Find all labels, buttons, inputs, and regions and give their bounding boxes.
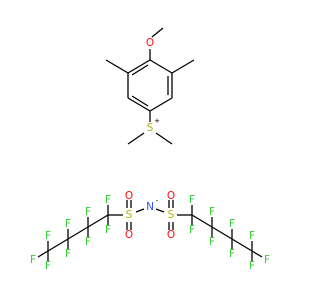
- atom-f-l9: F: [45, 260, 51, 272]
- ring-bond-4: [127, 97, 151, 112]
- atom-o-right-up: O: [167, 190, 175, 202]
- atom-f-r5: F: [229, 218, 235, 230]
- atom-f-r4: F: [209, 236, 215, 248]
- bond-c1-c2-left: [87, 214, 109, 228]
- atom-f-r1: F: [189, 194, 195, 206]
- atom-o-methoxy: O: [146, 37, 154, 49]
- atom-f-r6: F: [229, 248, 235, 260]
- left-chain: [37, 205, 123, 261]
- charge-minus: -: [156, 197, 159, 205]
- bond-methyl-right: [171, 59, 195, 74]
- atom-n-imide: N: [146, 201, 154, 213]
- bond-methoxy-ch3: [151, 27, 164, 38]
- bond-cf-r8: [251, 250, 263, 258]
- ring-bond-6-inner: [131, 64, 149, 76]
- atom-s-left: S: [126, 209, 133, 221]
- bond-cf-l8: [37, 250, 49, 258]
- atom-f-l5: F: [65, 218, 71, 230]
- ring-bond-4-inner: [131, 95, 149, 107]
- atom-o-right-down: O: [167, 229, 175, 241]
- ring-bond-3: [149, 97, 173, 112]
- atom-f-l3: F: [85, 206, 91, 218]
- charge-plus: +: [154, 117, 160, 125]
- bond-c3-c4-left: [47, 238, 69, 252]
- atom-f-r3: F: [209, 206, 215, 218]
- atom-f-l4: F: [85, 236, 91, 248]
- ring-bond-6: [127, 59, 151, 74]
- bond-n-s-right: [155, 208, 165, 213]
- atom-f-l6: F: [65, 248, 71, 260]
- bond-c2-c3-right: [211, 226, 233, 240]
- cation: O S +: [105, 27, 195, 145]
- atom-f-l7: F: [45, 230, 51, 242]
- atom-f-r8: F: [264, 254, 270, 266]
- atom-f-r9: F: [249, 260, 255, 272]
- bond-methyl-left: [105, 59, 129, 74]
- atom-f-l1: F: [105, 194, 111, 206]
- bond-c1-c2-right: [191, 214, 213, 228]
- atom-f-r2: F: [189, 224, 195, 236]
- bond-c2-c3-left: [67, 226, 89, 240]
- bond-n-s-left: [135, 208, 145, 213]
- ring-bond-1: [149, 59, 173, 74]
- right-chain: [177, 205, 263, 261]
- benzene-ring: [127, 59, 173, 112]
- molecule-canvas: O S +: [30, 27, 270, 272]
- structure-diagram: O S +: [30, 27, 270, 272]
- bond-c3-c4-right: [231, 238, 253, 252]
- bond-s-methyl-left: [127, 132, 145, 145]
- atom-o-left-up: O: [125, 190, 133, 202]
- atom-f-l2: F: [105, 224, 111, 236]
- atom-f-r7: F: [249, 230, 255, 242]
- atom-f-l8: F: [30, 254, 36, 266]
- atom-s-right: S: [168, 209, 175, 221]
- bond-s-methyl-right: [155, 132, 173, 145]
- anion: N - S O O S O O F F F F F F F F F F F F …: [30, 190, 270, 272]
- atom-o-left-down: O: [125, 229, 133, 241]
- atom-s-sulfonium: S: [147, 122, 154, 134]
